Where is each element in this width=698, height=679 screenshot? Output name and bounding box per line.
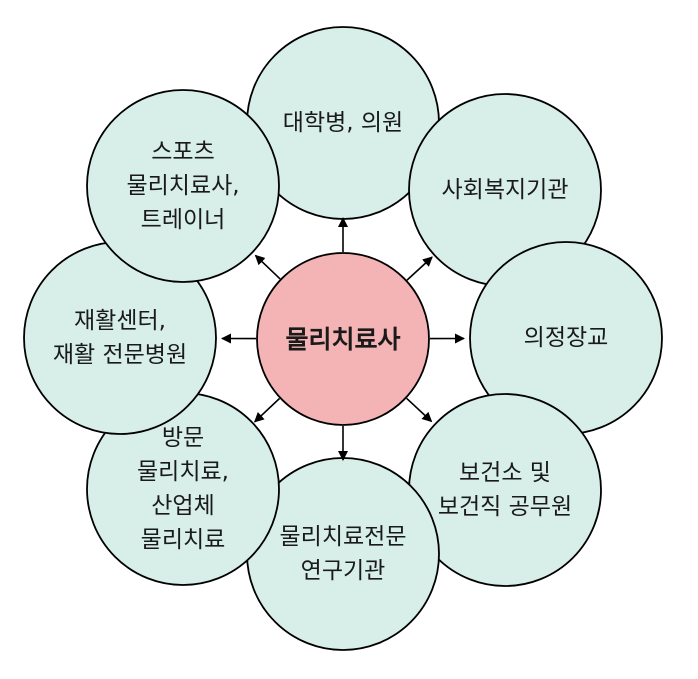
arrow-to-social-welfare: [406, 256, 433, 281]
node-label-visiting-industrial-line: 방문: [162, 425, 204, 451]
node-label-rehab-center-line: 재활 전문병원: [53, 342, 187, 368]
arrow-to-sports: [254, 254, 281, 280]
node-label-research-line: 물리치료전문: [280, 524, 407, 550]
node-label-public-health-line: 보건직 공무원: [438, 494, 572, 520]
center-label-line: 물리치료사: [285, 325, 400, 354]
node-label-sports-line: 스포츠: [151, 139, 214, 165]
node-label-social-welfare-line: 사회복지기관: [442, 177, 569, 203]
node-label-rehab-center-line: 재활센터,: [74, 308, 166, 334]
node-label-public-health-line: 보건소 및: [459, 460, 551, 486]
node-label-military-officer-line: 의정장교: [524, 325, 609, 351]
node-label-military-officer: 의정장교: [524, 325, 609, 351]
node-label-visiting-industrial-line: 물리치료: [141, 527, 226, 553]
center-circle: [256, 252, 430, 426]
node-label-university-hospital: 대학병, 의원: [283, 110, 403, 136]
node-label-sports-line: 물리치료사,: [126, 173, 239, 199]
node-label-social-welfare: 사회복지기관: [442, 177, 569, 203]
node-label-rehab-center: 재활센터, 재활 전문병원: [53, 308, 187, 368]
node-label-visiting-industrial-line: 산업체: [151, 493, 214, 519]
node-label-university-hospital-line: 대학병, 의원: [283, 110, 403, 136]
arrow-to-visiting-industrial: [253, 397, 281, 423]
node-label-research-line: 연구기관: [301, 558, 386, 584]
node-label-sports-line: 트레이너: [141, 207, 226, 233]
node-label-visiting-industrial-line: 물리치료,: [137, 459, 229, 485]
arrow-to-public-health: [406, 397, 433, 423]
node-circle-sports: [86, 89, 280, 283]
center-label: 물리치료사: [285, 325, 400, 354]
